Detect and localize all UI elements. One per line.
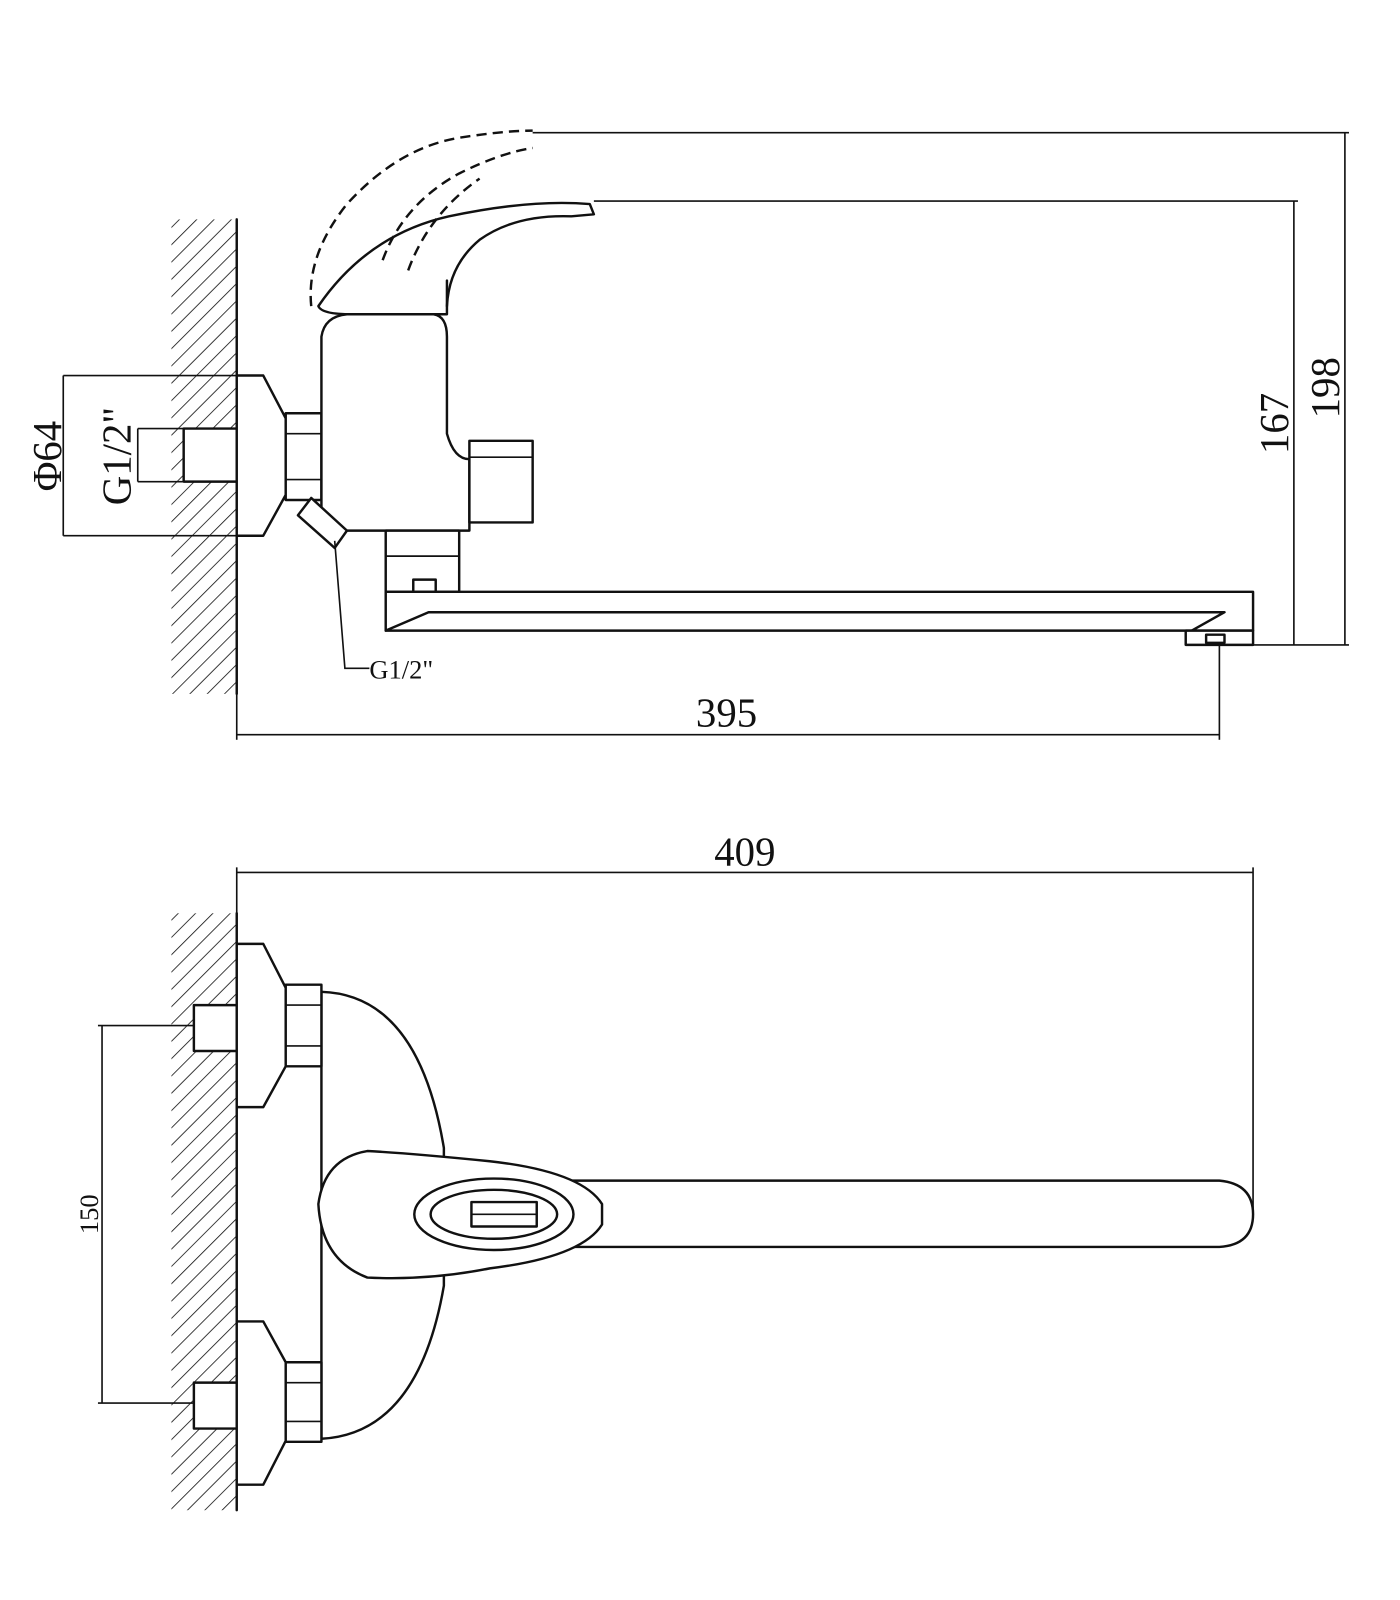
label-total-height: 198 <box>1303 357 1348 418</box>
faucet-body <box>320 313 471 532</box>
spout <box>384 590 1255 632</box>
wall-flange-upper <box>235 942 287 1109</box>
top-view: 409 150 <box>74 829 1255 1512</box>
dimension-150: 150 <box>74 1024 194 1404</box>
wall-flange <box>235 374 287 537</box>
dimension-wall-thread: G1/2" <box>95 407 184 505</box>
dimension-409: 409 <box>235 829 1254 1215</box>
label-wall-thread: G1/2" <box>95 407 140 505</box>
label-flange-diameter: Φ64 <box>25 421 70 492</box>
wall-flange-lower <box>235 1320 287 1486</box>
label-center-distance: 150 <box>74 1194 104 1234</box>
label-projection: 395 <box>696 691 757 736</box>
dimension-198: 198 <box>532 131 1349 646</box>
dimension-phi64: Φ64 <box>25 374 237 537</box>
side-view: Φ64 G1/2" G1/2" 395 167 198 <box>25 129 1349 740</box>
dimension-outlet-thread: G1/2" <box>333 540 433 685</box>
diverter-knob <box>468 439 534 524</box>
lever-handle-raised <box>309 129 533 307</box>
lever-handle <box>317 201 596 316</box>
spout-top <box>549 1179 1255 1249</box>
label-total-length: 409 <box>714 829 775 874</box>
outlet-pipe <box>296 496 349 550</box>
connection-nut <box>284 412 323 502</box>
dimension-395: 395 <box>235 644 1221 740</box>
label-spout-height: 167 <box>1252 393 1297 454</box>
wall-nipple <box>182 427 238 483</box>
dimension-167: 167 <box>593 200 1298 645</box>
label-outlet-thread: G1/2" <box>369 655 433 685</box>
